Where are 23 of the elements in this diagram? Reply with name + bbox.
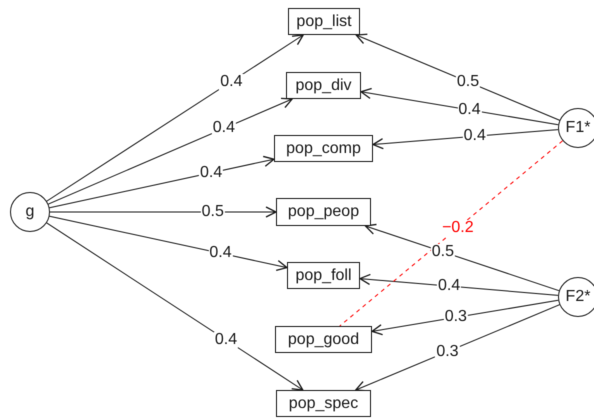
variable-box: pop_peop — [276, 198, 371, 226]
arrow — [359, 274, 559, 296]
variable-box: pop_comp — [274, 135, 373, 162]
arrow — [360, 88, 559, 126]
arrow — [49, 216, 288, 272]
arrow — [48, 98, 293, 205]
arrow — [46, 34, 304, 202]
edge-label: 0.3 — [435, 344, 460, 360]
edge-label: −0.2 — [441, 220, 475, 236]
arrow — [50, 206, 277, 218]
edge-label: 0.4 — [212, 120, 236, 136]
arrow — [49, 156, 275, 208]
arrow — [356, 34, 560, 121]
edge-label: 0.4 — [219, 74, 244, 90]
variable-box: pop_spec — [276, 390, 371, 417]
variable-box: pop_foll — [287, 262, 360, 289]
edge-label: 0.4 — [214, 332, 238, 348]
arrow — [46, 222, 304, 391]
arrow — [355, 304, 560, 392]
variable-box: pop_good — [275, 326, 372, 353]
edge-label: 0.5 — [456, 74, 480, 90]
variable-box: pop_list — [288, 8, 360, 35]
variable-box: pop_div — [286, 72, 361, 99]
